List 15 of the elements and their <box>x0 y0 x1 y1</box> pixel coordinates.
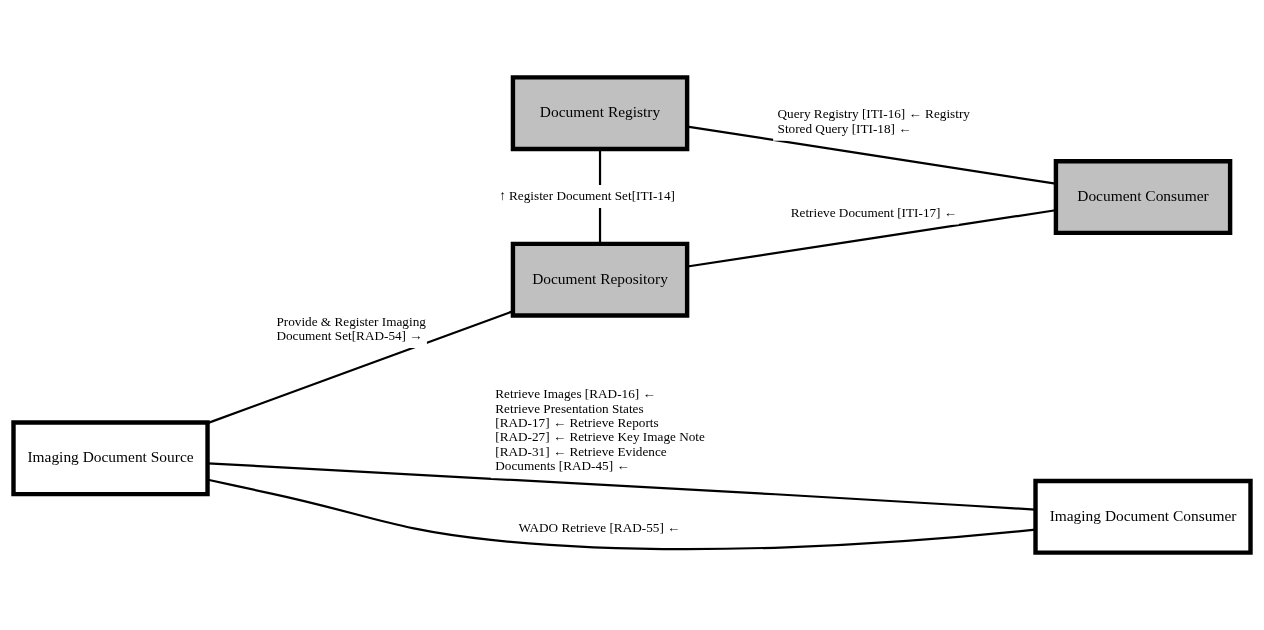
node-box: Document Repository <box>510 241 690 318</box>
edge-label: Provide & Register Imaging Document Set[RAD-54] → <box>276 313 426 343</box>
connector <box>207 478 1036 551</box>
node-box: Imaging Document Consumer <box>1033 478 1253 555</box>
node-box: Imaging Document Source <box>11 420 210 497</box>
edge-label: Retrieve Document [ITI-17] ← <box>790 204 958 220</box>
node-box: Document Consumer <box>1053 159 1233 236</box>
edge-label: WADO Retrieve [RAD-55] ← <box>518 520 681 536</box>
connector <box>207 462 1036 511</box>
edge-label: Retrieve Images [RAD-16] ← Retrieve Presentation States [RAD-17] ← Retrieve Reports [RAD-27] ← Retrieve Key Image Note [RAD-31] ← Retrieve Evidence Documents [RAD-45] ← <box>495 386 705 474</box>
edge-label: ↑ Register Document Set[ITI-14] <box>499 188 675 204</box>
connector <box>687 209 1056 268</box>
connector <box>687 125 1056 185</box>
node-box: Document Registry <box>510 75 690 152</box>
edge-label: Query Registry [ITI-16] ← Registry Stored Query [ITI-18] ← <box>777 106 970 136</box>
